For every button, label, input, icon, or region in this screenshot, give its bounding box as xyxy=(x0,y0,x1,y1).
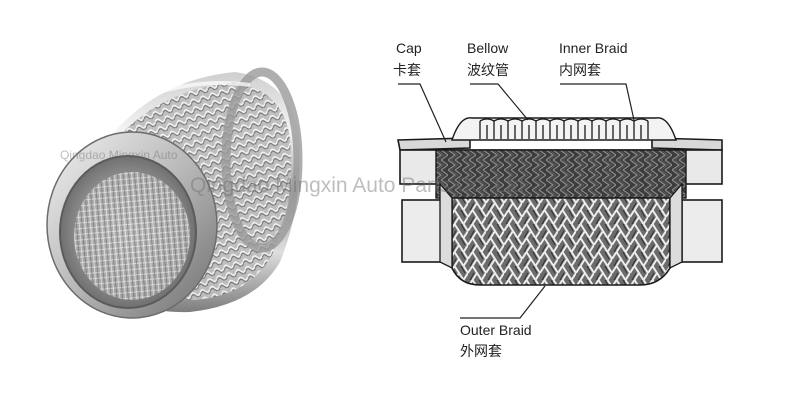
outer-braid-leader xyxy=(460,285,546,319)
diagram-bellow-folds xyxy=(479,118,649,139)
diagram-right-pipe-end xyxy=(681,199,723,263)
watermark-small: Qingdao Mingxin Auto xyxy=(60,148,178,162)
bellow-label-en: Bellow xyxy=(467,40,509,56)
photo-inner-braid xyxy=(74,172,190,300)
photo-back-cap xyxy=(221,67,303,253)
product-photo xyxy=(46,67,303,319)
cap-label-cn: 卡套 xyxy=(393,63,421,79)
inner-braid-label-cn: 内网套 xyxy=(559,63,601,79)
leader-lines xyxy=(398,83,635,319)
diagram-left-cap xyxy=(397,137,471,151)
inner-braid-label-en: Inner Braid xyxy=(559,40,627,56)
bellow-label-cn: 波纹管 xyxy=(467,63,509,79)
cap-leader xyxy=(398,83,447,143)
watermark-large: Qingdao Mingxin Auto Parts Co.,Ltd xyxy=(190,174,524,197)
outer-braid-label-en: Outer Braid xyxy=(460,322,532,338)
diagram-inner-braid-band xyxy=(435,149,687,199)
cap-label-en: Cap xyxy=(396,40,422,56)
bellow-leader xyxy=(470,83,529,121)
inner-braid-leader xyxy=(560,83,635,121)
outer-braid-label-cn: 外网套 xyxy=(460,344,502,360)
cross-section-diagram: Cap 卡套 Bellow 波纹管 Inner Braid 内网套 Outer … xyxy=(393,40,723,360)
diagram-left-pipe-end xyxy=(401,199,443,263)
diagram-outer-braid xyxy=(451,197,671,286)
